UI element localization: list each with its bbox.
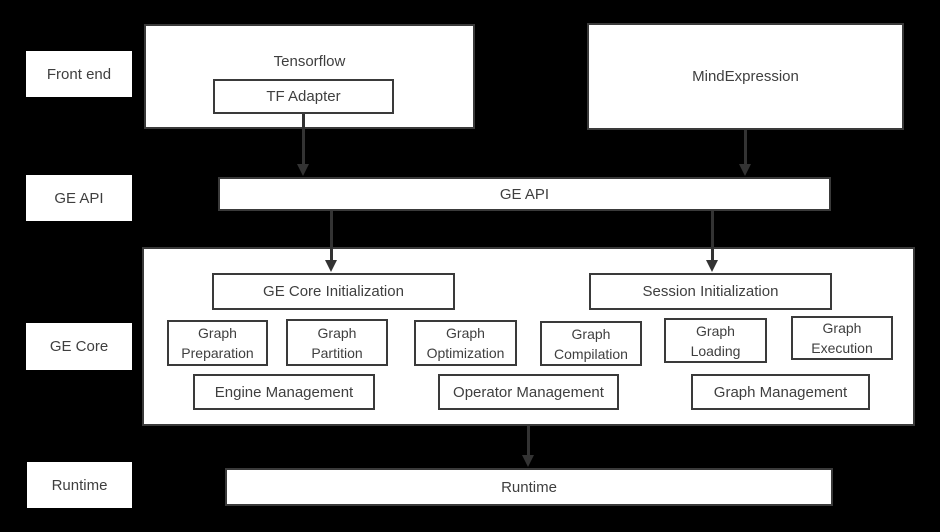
arrow-down-icon bbox=[297, 164, 309, 176]
ge-api-bar-label: GE API bbox=[499, 185, 550, 203]
ge-api-bar: GE API bbox=[218, 177, 831, 211]
arrow-mindexpression-to-ge-api bbox=[739, 130, 751, 176]
graph-optimization-line2: Optimization bbox=[426, 345, 505, 361]
arrow-line bbox=[743, 130, 747, 164]
arrow-line bbox=[526, 426, 530, 455]
graph-partition-line2: Partition bbox=[311, 344, 363, 361]
graph-preparation-line1: Graph bbox=[198, 325, 237, 341]
graph-optimization-line1: Graph bbox=[446, 325, 485, 341]
runtime-bar: Runtime bbox=[225, 468, 833, 506]
tf-adapter-box: TF Adapter bbox=[213, 79, 394, 114]
graph-partition-line1: Graph bbox=[317, 324, 357, 341]
mindexpression-box: MindExpression bbox=[587, 23, 904, 130]
arrow-down-icon bbox=[522, 455, 534, 467]
engine-management-label: Engine Management bbox=[214, 383, 354, 401]
graph-partition-box: Graph Partition bbox=[286, 319, 388, 366]
ge-core-box: GE Core Initialization Session Initializ… bbox=[142, 247, 915, 426]
layer-label-front-end: Front end bbox=[26, 51, 132, 97]
tensorflow-box: Tensorflow TF Adapter bbox=[144, 24, 475, 129]
layer-label-front-end-text: Front end bbox=[46, 65, 112, 83]
operator-management-label: Operator Management bbox=[453, 383, 604, 401]
layer-label-runtime: Runtime bbox=[27, 462, 132, 508]
session-initialization-box: Session Initialization bbox=[589, 273, 832, 310]
layer-label-ge-core-text: GE Core bbox=[49, 338, 109, 355]
ge-core-initialization-label: GE Core Initialization bbox=[263, 283, 404, 300]
runtime-bar-label: Runtime bbox=[501, 478, 557, 496]
graph-preparation-box: Graph Preparation bbox=[167, 320, 268, 366]
arrow-down-icon bbox=[739, 164, 751, 176]
graph-management-label: Graph Management bbox=[713, 383, 848, 401]
layer-label-ge-api: GE API bbox=[26, 175, 132, 221]
arrow-line bbox=[329, 211, 333, 260]
operator-management-box: Operator Management bbox=[438, 374, 619, 410]
graph-execution-line1: Graph bbox=[822, 320, 862, 336]
arrow-down-icon bbox=[706, 260, 718, 272]
session-initialization-label: Session Initialization bbox=[642, 283, 779, 300]
graph-loading-line1: Graph bbox=[696, 322, 735, 339]
arrow-ge-api-to-session-init bbox=[706, 211, 718, 272]
tensorflow-title: Tensorflow bbox=[273, 53, 346, 70]
arrow-ge-api-to-core-init bbox=[325, 211, 337, 272]
arrow-line bbox=[710, 211, 714, 260]
arrow-tf-adapter-to-ge-api bbox=[297, 114, 309, 176]
arrow-ge-core-to-runtime bbox=[522, 426, 534, 467]
graph-loading-line2: Loading bbox=[690, 342, 741, 359]
layer-label-ge-api-text: GE API bbox=[54, 189, 104, 207]
layer-label-ge-core: GE Core bbox=[26, 323, 132, 370]
graph-execution-line2: Execution bbox=[811, 340, 873, 356]
ge-core-initialization-box: GE Core Initialization bbox=[212, 273, 455, 310]
graph-optimization-box: Graph Optimization bbox=[414, 320, 517, 366]
engine-management-box: Engine Management bbox=[193, 374, 375, 410]
graph-management-box: Graph Management bbox=[691, 374, 870, 410]
layer-label-runtime-text: Runtime bbox=[51, 476, 108, 494]
graph-loading-box: Graph Loading bbox=[664, 318, 767, 363]
mindexpression-label: MindExpression bbox=[692, 68, 799, 85]
graph-compilation-line1: Graph bbox=[571, 325, 611, 342]
tf-adapter-label: TF Adapter bbox=[266, 88, 341, 105]
graph-compilation-line2: Compilation bbox=[554, 345, 628, 362]
graph-compilation-box: Graph Compilation bbox=[540, 321, 642, 366]
arrow-down-icon bbox=[325, 260, 337, 272]
arrow-line bbox=[301, 114, 305, 164]
graph-preparation-line2: Preparation bbox=[181, 345, 254, 361]
graph-execution-box: Graph Execution bbox=[791, 316, 893, 360]
